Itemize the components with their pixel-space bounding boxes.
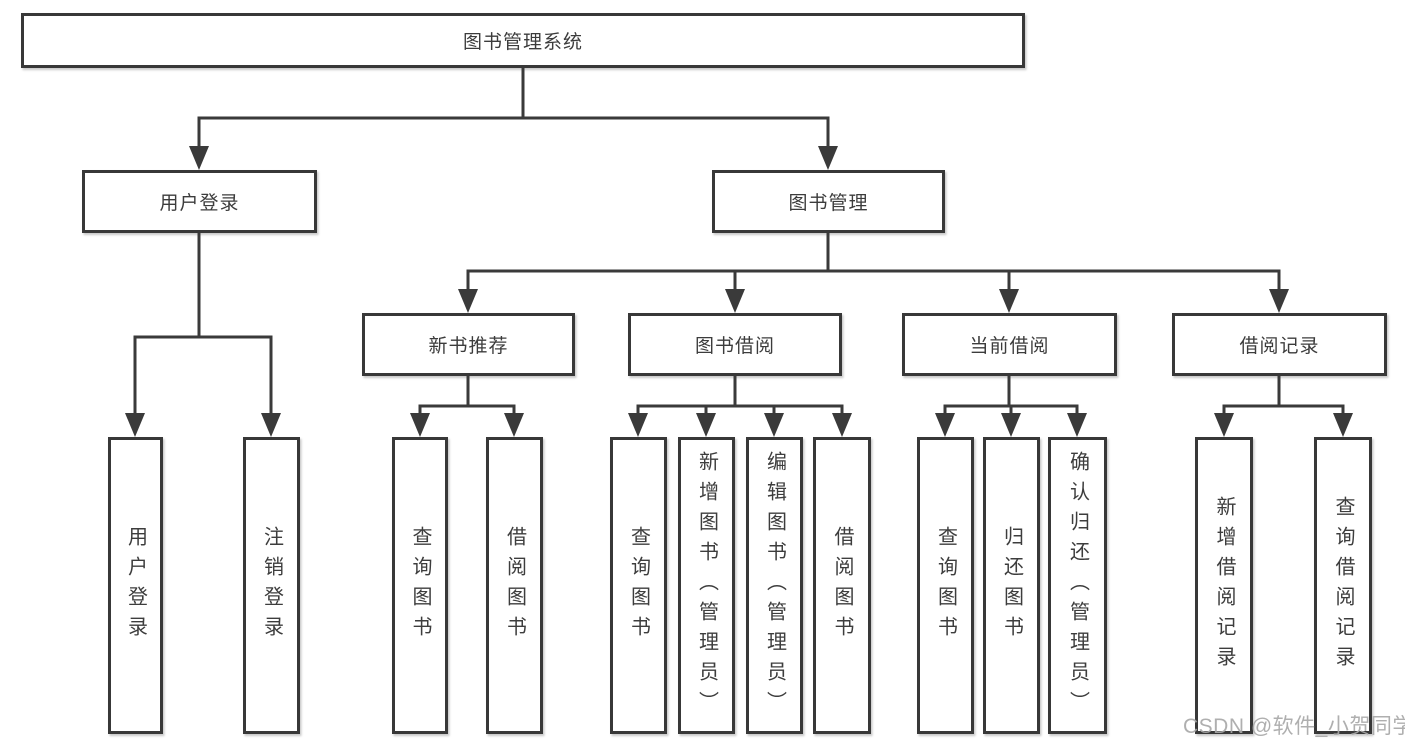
node-borrow-record: 借阅记录: [1172, 313, 1387, 376]
node-label: 注销登录: [260, 525, 283, 646]
connector-borrow-record-children: [1214, 375, 1353, 437]
leaf-add-borrow-record: 新增借阅记录: [1195, 437, 1253, 734]
node-label: 查询图书: [409, 525, 431, 646]
node-library-management-system: 图书管理系统: [21, 13, 1025, 68]
node-current-borrow: 当前借阅: [902, 313, 1117, 376]
node-label: 图书管理: [788, 193, 869, 214]
leaf-borrow-books-recommend: 借阅图书: [486, 437, 543, 734]
connector-book-mgmt-children: [458, 232, 1289, 313]
node-label: 查询借阅记录: [1332, 495, 1354, 676]
connector-root-to-level2: [189, 67, 838, 170]
node-user-login: 用户登录: [82, 170, 317, 233]
csdn-watermark: CSDN @软件_小贺同学: [1183, 715, 1405, 738]
node-label: 查询图书: [627, 525, 650, 646]
node-label: 借阅图书: [831, 525, 853, 646]
connector-current-borrow-children: [935, 375, 1087, 437]
leaf-logout: 注销登录: [243, 437, 300, 734]
leaf-query-books-borrow: 查询图书: [610, 437, 667, 734]
node-new-book-recommend: 新书推荐: [362, 313, 575, 376]
leaf-edit-books-admin: 编辑图书（管理员）: [746, 437, 803, 734]
connector-new-book-children: [410, 375, 524, 437]
node-book-borrow: 图书借阅: [628, 313, 842, 376]
node-label: 借阅记录: [1239, 336, 1320, 357]
node-label: 当前借阅: [969, 336, 1050, 357]
node-label: 确认归还（管理员）: [1066, 450, 1089, 721]
leaf-user-login: 用户登录: [108, 437, 163, 734]
node-label: 用户登录: [159, 193, 240, 214]
node-label: 图书管理系统: [462, 32, 583, 53]
node-label: 用户登录: [124, 525, 147, 646]
leaf-query-borrow-record: 查询借阅记录: [1314, 437, 1372, 734]
node-label: 查询图书: [934, 525, 957, 646]
leaf-confirm-return-admin: 确认归还（管理员）: [1048, 437, 1107, 734]
node-label: 借阅图书: [503, 525, 526, 646]
leaf-return-books: 归还图书: [983, 437, 1040, 734]
node-label: 图书借阅: [694, 336, 775, 357]
connector-user-login-children: [125, 232, 281, 437]
leaf-add-books-admin: 新增图书（管理员）: [678, 437, 735, 734]
node-label: 编辑图书（管理员）: [763, 450, 786, 721]
leaf-query-books-current: 查询图书: [917, 437, 974, 734]
node-label: 新书推荐: [428, 336, 509, 357]
leaf-query-books-recommend: 查询图书: [392, 437, 448, 734]
node-label: 新增图书（管理员）: [695, 450, 718, 721]
leaf-borrow-books: 借阅图书: [813, 437, 871, 734]
node-label: 新增借阅记录: [1213, 495, 1235, 676]
connector-book-borrow-children: [628, 375, 852, 437]
node-book-management: 图书管理: [712, 170, 945, 233]
node-label: 归还图书: [1000, 525, 1023, 646]
